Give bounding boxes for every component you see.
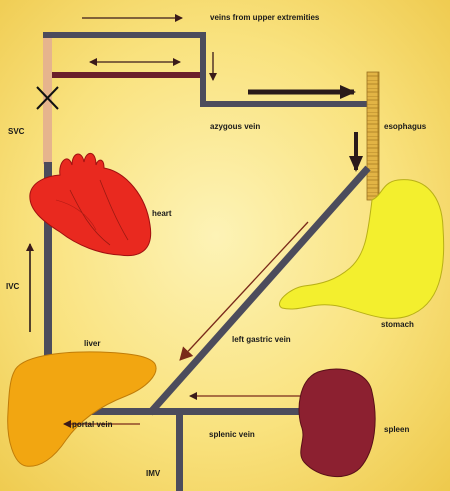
azygous-vessel [200,101,372,107]
label-esophagus: esophagus [384,122,427,131]
label-portal: portal vein [72,420,113,429]
label-imv: IMV [146,469,161,478]
stomach-shape [279,179,445,319]
upper-vein-top [43,32,205,38]
label-spleen: spleen [384,425,410,434]
label-stomach: stomach [381,320,414,329]
label-ivc: IVC [6,282,20,291]
left-gastric-vessel [147,165,371,416]
label-heart: heart [152,209,172,218]
esophagus-tube [366,71,380,201]
label-veins-upper: veins from upper extremities [210,13,320,22]
upper-vein-drop [200,32,206,106]
label-svc: SVC [8,127,25,136]
arrow-left-gastric [179,221,309,361]
portal-vessel [62,408,307,415]
upper-vein-lower [52,72,202,78]
liver-shape [7,351,157,467]
label-left-gastric: left gastric vein [232,335,291,344]
spleen-shape [298,368,376,478]
ivc-vessel [44,162,52,358]
label-liver: liver [84,339,101,348]
heart-shape [29,152,152,257]
svc-blocked-x-icon [36,86,59,110]
label-azygous: azygous vein [210,122,261,131]
imv-vessel [176,411,183,491]
label-splenic: splenic vein [209,430,255,439]
